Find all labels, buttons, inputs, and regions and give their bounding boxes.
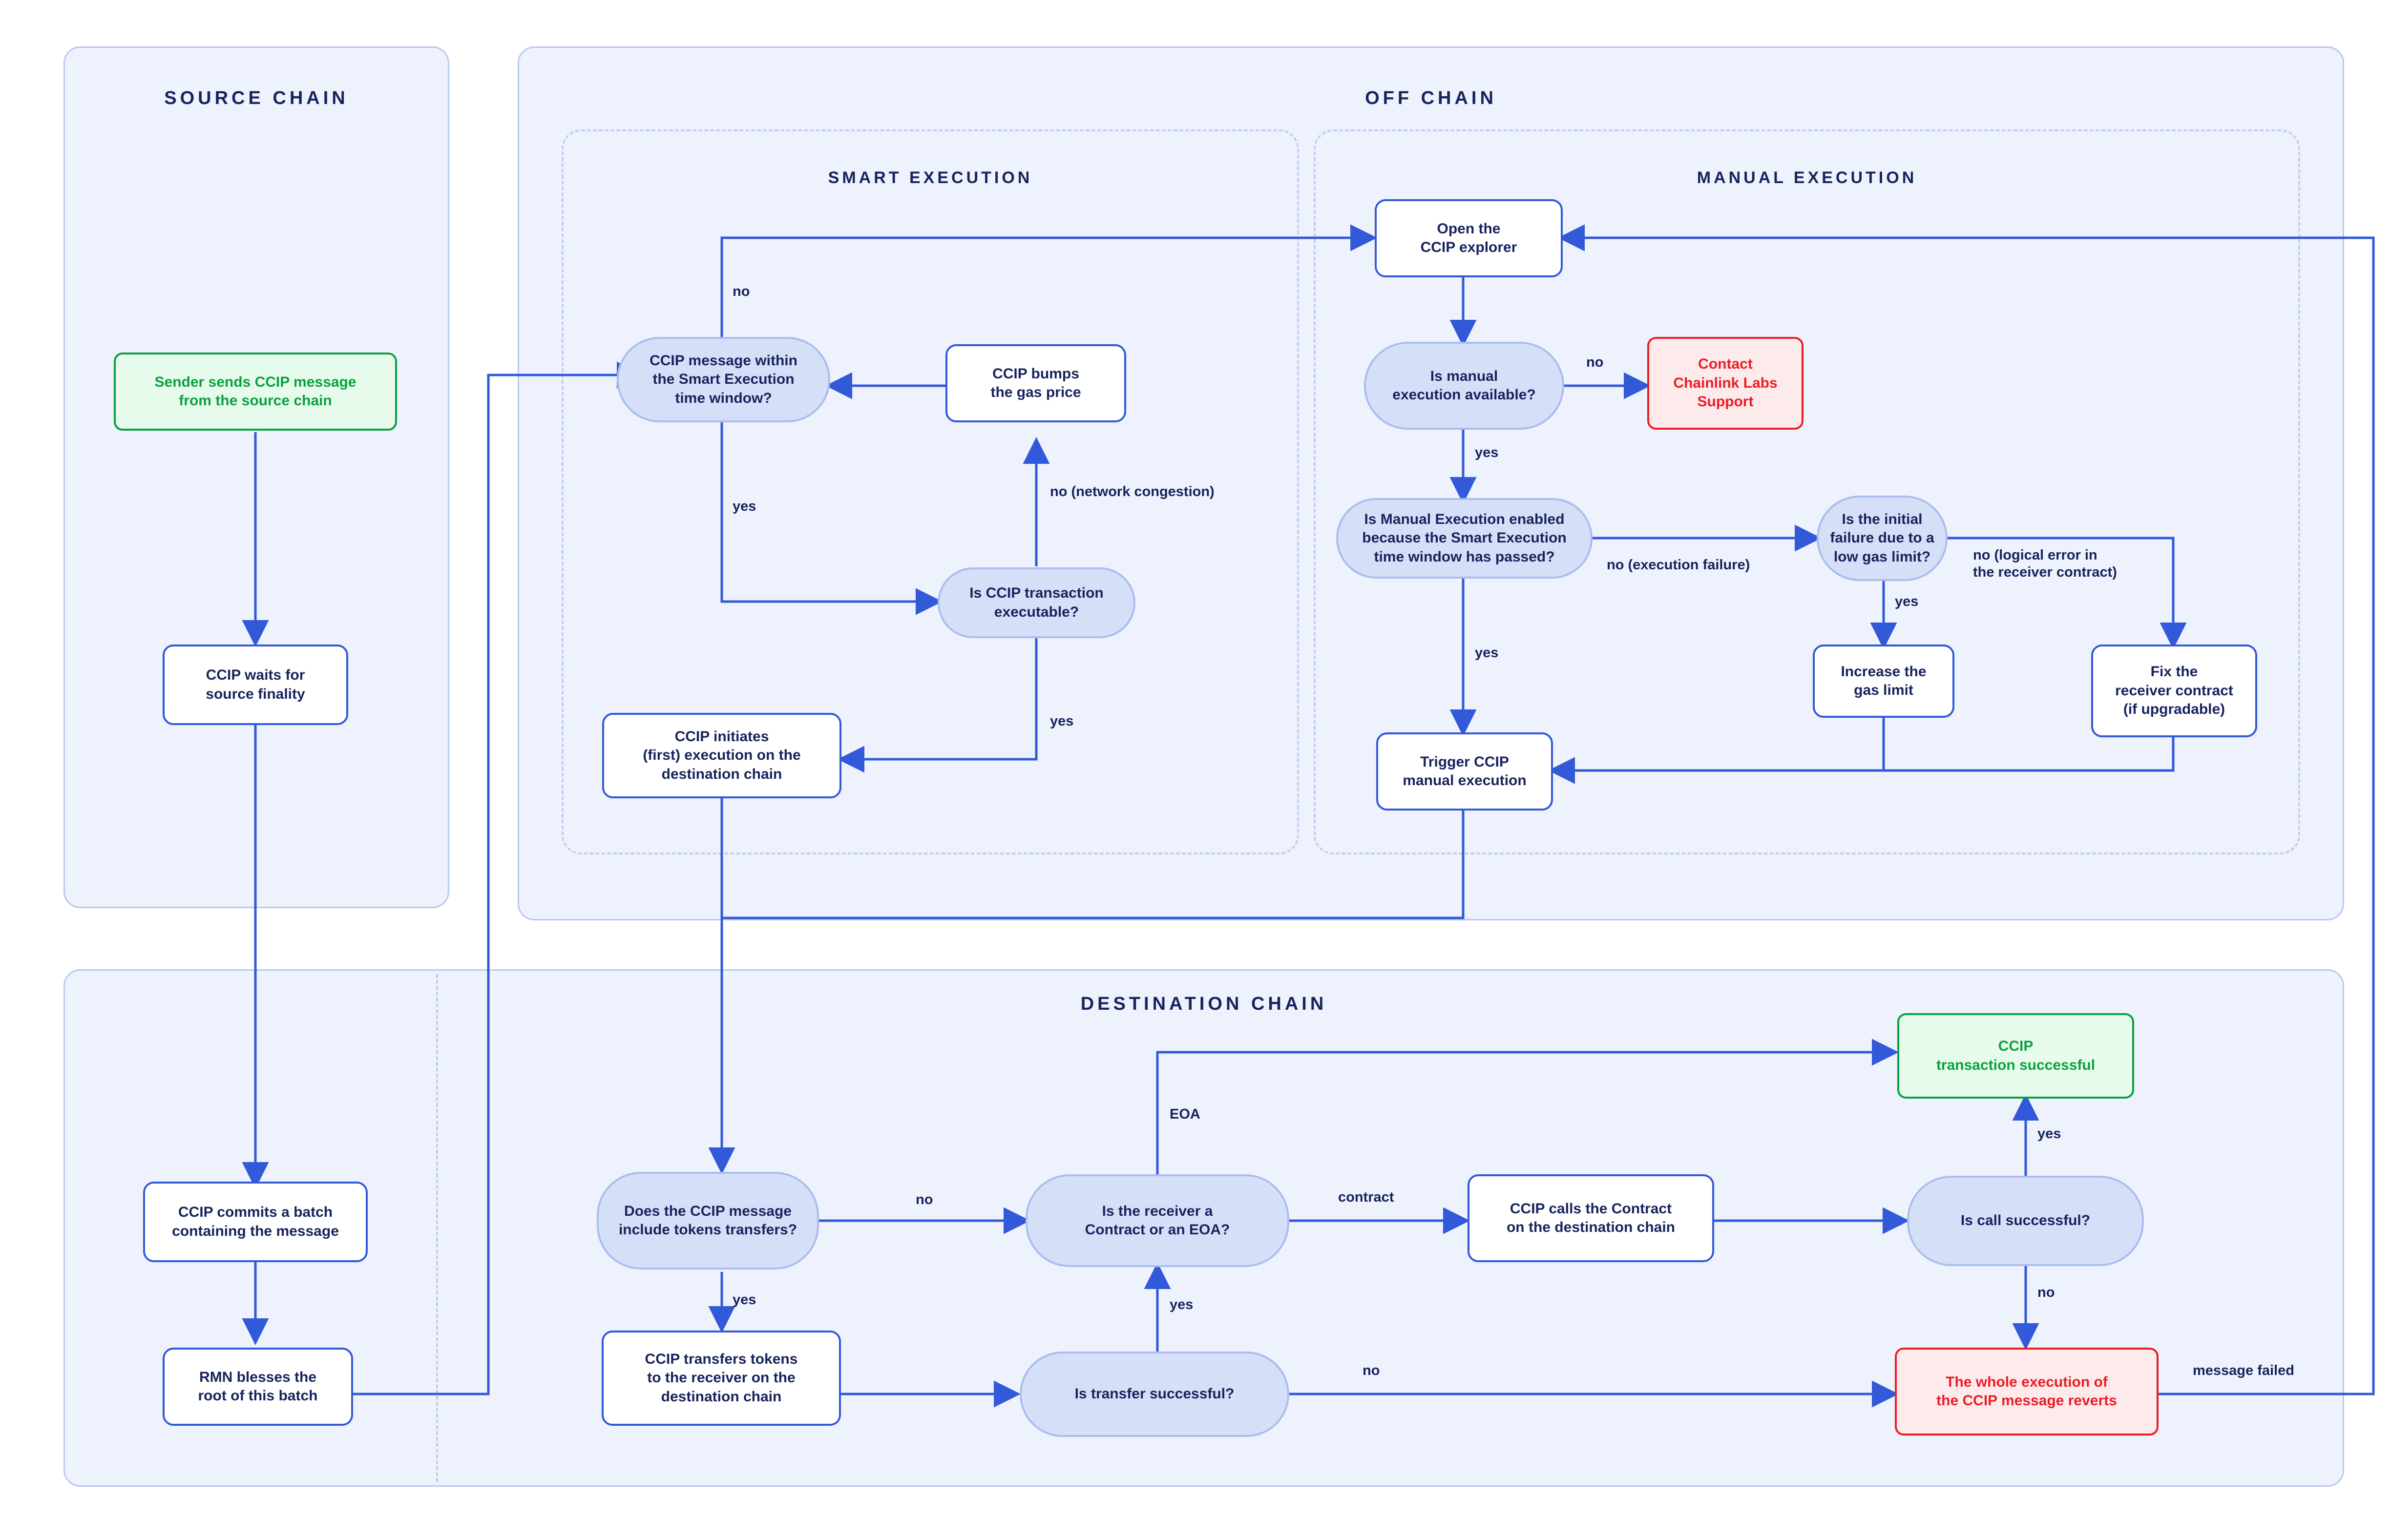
edge-label-yes-tokens: yes	[733, 1292, 756, 1308]
edge-label-no-window: no	[733, 284, 750, 299]
edge-label-message-failed: message failed	[2193, 1363, 2294, 1378]
node-rmn-blesses-root[interactable]: RMN blesses the root of this batch	[163, 1348, 353, 1426]
node-is-call-successful[interactable]: Is call successful?	[1907, 1176, 2144, 1266]
edge-label-yes-manual-available: yes	[1475, 445, 1499, 460]
destination-divider	[436, 974, 438, 1482]
zone-off-chain-title: OFF CHAIN	[1365, 88, 1497, 108]
zone-destination-chain-title: DESTINATION CHAIN	[1080, 994, 1327, 1014]
node-sender-sends-message[interactable]: Sender sends CCIP message from the sourc…	[114, 353, 397, 431]
node-trigger-ccip-manual-execution[interactable]: Trigger CCIP manual execution	[1376, 732, 1553, 811]
node-does-message-include-token-transfers[interactable]: Does the CCIP message include tokens tra…	[597, 1172, 819, 1269]
node-is-transfer-successful[interactable]: Is transfer successful?	[1020, 1352, 1289, 1437]
edge-label-yes-low-gas: yes	[1895, 594, 1919, 609]
node-open-ccip-explorer[interactable]: Open the CCIP explorer	[1375, 199, 1563, 277]
edge-label-no-tokens: no	[916, 1192, 933, 1207]
node-execution-reverts[interactable]: The whole execution of the CCIP message …	[1895, 1348, 2159, 1436]
zone-source-chain	[63, 46, 449, 908]
node-fix-receiver-contract[interactable]: Fix the receiver contract (if upgradable…	[2091, 645, 2257, 737]
edge-label-no-execution-failure: no (execution failure)	[1607, 557, 1750, 573]
node-ccip-message-within-window[interactable]: CCIP message within the Smart Execution …	[617, 337, 830, 422]
node-ccip-bumps-gas-price[interactable]: CCIP bumps the gas price	[945, 344, 1126, 422]
node-increase-gas-limit[interactable]: Increase the gas limit	[1813, 645, 1954, 718]
node-is-receiver-contract-or-eoa[interactable]: Is the receiver a Contract or an EOA?	[1026, 1174, 1289, 1267]
node-contact-chainlink-labs-support[interactable]: Contact Chainlink Labs Support	[1647, 337, 1804, 430]
node-ccip-calls-contract[interactable]: CCIP calls the Contract on the destinati…	[1468, 1174, 1714, 1262]
edge-label-contract: contract	[1338, 1189, 1394, 1205]
node-ccip-initiates-execution[interactable]: CCIP initiates (first) execution on the …	[602, 713, 841, 798]
edge-label-no-call: no	[2037, 1285, 2055, 1300]
node-ccip-commits-batch[interactable]: CCIP commits a batch containing the mess…	[143, 1182, 368, 1262]
edge-label-no-network-congestion: no (network congestion)	[1050, 484, 1215, 499]
zone-source-chain-title: SOURCE CHAIN	[164, 88, 349, 108]
zone-manual-execution-title: MANUAL EXECUTION	[1697, 168, 1917, 187]
edge-label-yes-executable: yes	[1050, 713, 1074, 729]
edge-label-yes-window: yes	[733, 499, 756, 514]
edge-label-no-transfer: no	[1363, 1363, 1380, 1378]
node-is-initial-failure-low-gas[interactable]: Is the initial failure due to a low gas …	[1817, 496, 1948, 581]
zone-smart-execution-title: SMART EXECUTION	[828, 168, 1033, 187]
node-is-manual-execution-available[interactable]: Is manual execution available?	[1364, 342, 1564, 430]
node-ccip-transfers-tokens[interactable]: CCIP transfers tokens to the receiver on…	[602, 1331, 841, 1426]
edge-label-eoa: EOA	[1170, 1106, 1200, 1122]
node-is-ccip-transaction-executable[interactable]: Is CCIP transaction executable?	[938, 567, 1135, 638]
edge-label-no-logical-error: no (logical error in the receiver contra…	[1973, 547, 2117, 581]
node-ccip-transaction-successful[interactable]: CCIP transaction successful	[1897, 1013, 2134, 1099]
edge-label-yes-manual-enabled: yes	[1475, 645, 1499, 661]
node-is-manual-execution-enabled[interactable]: Is Manual Execution enabled because the …	[1336, 498, 1593, 579]
edge-label-yes-transfer: yes	[1170, 1297, 1194, 1312]
edge-label-no-manual-available: no	[1586, 354, 1604, 370]
edge-label-yes-call: yes	[2037, 1126, 2061, 1142]
node-ccip-waits-source-finality[interactable]: CCIP waits for source finality	[163, 645, 348, 725]
